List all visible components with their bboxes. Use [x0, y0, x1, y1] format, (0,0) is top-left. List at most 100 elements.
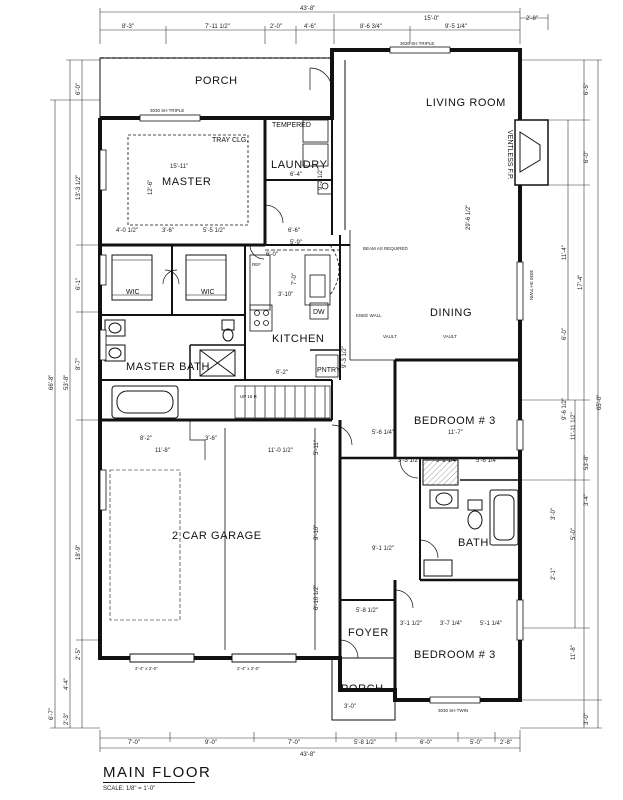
room-label-kitchen: KITCHEN	[272, 333, 324, 345]
room-label-living-room: LIVING ROOM	[426, 97, 506, 109]
room-label-dining: DINING	[430, 307, 472, 319]
note-window-bottom: 3030 SH TWIN	[438, 708, 468, 713]
windows	[99, 46, 524, 704]
room-label-porch-bottom: PORCH	[341, 683, 384, 695]
dim-kitchen-f: 9'-3 1/2"	[342, 346, 348, 368]
dim-left-garage: 18'-9"	[76, 545, 82, 560]
dim-porch-bot: 3'-0"	[344, 704, 356, 710]
dim-master-h: 12'-6"	[148, 180, 154, 195]
note-up-stairs: UP 16 R	[240, 394, 258, 399]
room-label-bedroom-bottom: BEDROOM # 3	[414, 649, 496, 661]
dim-master-c: 5'-5 1/2"	[203, 228, 225, 234]
dim-bath-c: 5'-6 1/4"	[476, 458, 498, 464]
dim-kitchen-c: 6'-0"	[266, 252, 278, 258]
dim-right-9: 5'-0"	[571, 528, 577, 540]
dim-left-bottom-b: 6'-7"	[49, 708, 55, 720]
note-tray-ceiling: TRAY CLG.	[212, 137, 248, 144]
dim-bottom-4: 5'-8 1/2"	[354, 740, 376, 746]
dim-bath-d: 9'-1 1/2"	[372, 546, 394, 552]
dim-right-8: 3'-4"	[584, 494, 590, 506]
dim-bath-a: 3'-3 1/2"	[398, 458, 420, 464]
dim-garage-door-1: 2'-4" x 2'-0"	[135, 666, 158, 671]
note-tempered: TEMPERED	[272, 122, 311, 129]
room-label-wic-right: WIC	[201, 289, 215, 296]
room-label-wic-left: WIC	[126, 289, 140, 296]
dim-left-garage-b: 2'-5"	[76, 648, 82, 660]
dim-top-6: 9'-5 1/4"	[445, 24, 467, 30]
dim-garage-e: 5'-11"	[314, 440, 320, 455]
dim-master-w: 15'-11"	[170, 164, 188, 170]
dim-garage-w2: 11'-0 1/2"	[268, 448, 293, 454]
note-ventless-fp: VENTLESS F.P.	[506, 130, 513, 180]
room-label-master-bath: MASTER BATH	[126, 361, 210, 373]
room-label-laundry: LAUNDRY	[271, 159, 328, 171]
dim-right-5: 6'-0"	[562, 328, 568, 340]
dim-master-b: 3'-6"	[162, 228, 174, 234]
dim-garage-a: 8'-2"	[140, 436, 152, 442]
room-label-master: MASTER	[162, 176, 211, 188]
walls	[98, 48, 522, 721]
dim-right-6: 11'-11 1/2"	[571, 412, 577, 440]
dim-bed-bot-c: 5'-1 1/4"	[480, 621, 502, 627]
dim-right-total: 65'-0"	[597, 395, 603, 410]
dim-laundry-h: 9'-2 1/2"	[318, 168, 324, 190]
dim-right-inner: 53'-8"	[584, 455, 590, 470]
dim-garage-w1: 11'-8"	[155, 448, 170, 454]
dim-kitchen-b: 5'-9"	[290, 240, 302, 246]
dim-right-3: 17'-4"	[578, 275, 584, 290]
note-vault-right: VAULT	[443, 334, 457, 339]
dim-left-wic: 6'-1"	[76, 278, 82, 290]
room-label-garage: 2 CAR GARAGE	[172, 530, 262, 542]
note-window-top-right: 3030 SH TRIPLE	[400, 41, 434, 46]
dim-bottom-5: 6'-0"	[420, 740, 432, 746]
dim-right-1: 6'-5"	[584, 83, 590, 95]
dim-laundry-w: 6'-4"	[290, 172, 302, 178]
stairs	[189, 385, 331, 460]
doors	[162, 67, 439, 659]
dim-top-2: 7'-11 1/2"	[205, 24, 230, 30]
dim-top-right-edge: 2'-8"	[526, 16, 538, 22]
interior-details	[109, 60, 549, 650]
dim-garage-c: 9'-10"	[314, 525, 320, 540]
dim-bottom-2: 9'-0"	[205, 740, 217, 746]
dim-right-13: 3'-0"	[584, 713, 590, 725]
dim-left-bottom-c: 2'-3"	[64, 713, 70, 725]
note-knee-wall: KNEE WALL	[356, 313, 382, 318]
title-underline	[103, 782, 195, 783]
room-label-bath: BATH	[458, 537, 489, 549]
dim-left-bottom-a: 4'-4"	[64, 678, 70, 690]
note-beam: BEAM AS REQUIRED	[363, 246, 409, 251]
garage-doors	[129, 653, 297, 663]
dim-bed-bot-a: 3'-1 1/2"	[400, 621, 422, 627]
dim-left-master: 13'-3 1/2"	[76, 175, 82, 200]
dim-left-porch: 6'-0"	[76, 83, 82, 95]
note-window-right: 3030 SH TWIN	[529, 270, 534, 300]
note-vault-left: VAULT	[383, 334, 397, 339]
drawing-scale: SCALE: 1/8" = 1'-0"	[103, 786, 156, 792]
dim-bottom-total: 43'-8"	[300, 752, 315, 758]
dim-kitchen-e: 7'-0"	[292, 273, 298, 285]
walk-in-closets	[111, 254, 227, 301]
dim-kitchen-a: 6'-6"	[288, 228, 300, 234]
laundry-fixtures	[302, 119, 333, 195]
dim-bottom-1: 7'-0"	[128, 740, 140, 746]
kitchen-fixtures	[249, 244, 340, 378]
dim-right-10: 3'-0"	[551, 508, 557, 520]
dim-left-inner: 53'-8"	[64, 375, 70, 390]
dim-top-1: 8'-3"	[122, 24, 134, 30]
dim-bath-b: 3'-2 1/4"	[436, 458, 458, 464]
dim-right-12: 11'-8"	[571, 645, 577, 660]
dim-right-7: 9'-6 1/2"	[562, 398, 568, 420]
dim-kitchen-g: 6'-2"	[276, 370, 288, 376]
dim-top-3: 2'-0"	[270, 24, 282, 30]
dim-bed-bot-b: 3'-7 1/4"	[440, 621, 462, 627]
hall-bath-fixtures	[422, 459, 519, 577]
dim-bed-top-a: 5'-6 1/4"	[372, 430, 394, 436]
dim-living-h: 29'-6 1/2"	[466, 205, 472, 230]
dim-left-total: 66'-8"	[49, 375, 55, 390]
note-ref: REF	[252, 262, 261, 267]
dim-top-5: 8'-6 3/4"	[360, 24, 382, 30]
drawing-title: MAIN FLOOR	[103, 764, 212, 781]
room-label-bedroom-top: BEDROOM # 3	[414, 415, 496, 427]
